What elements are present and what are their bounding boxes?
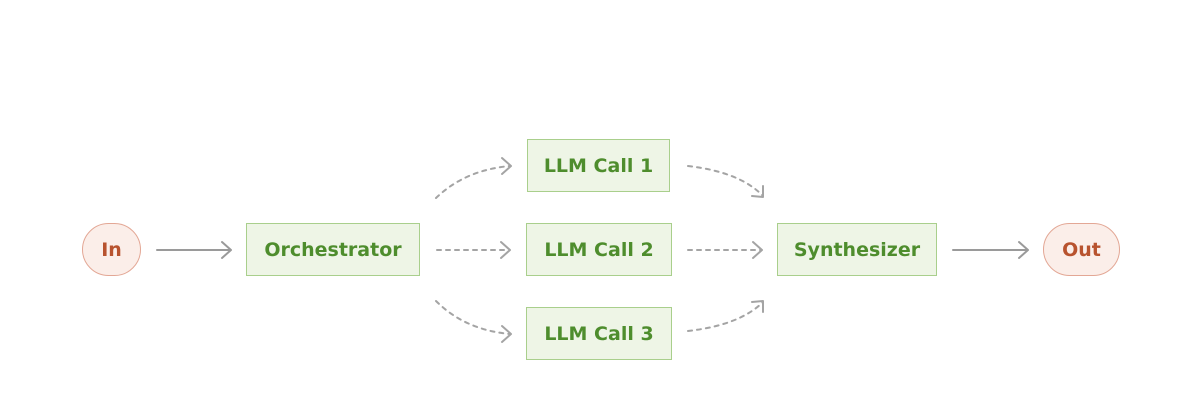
arrowhead-icon	[1018, 241, 1029, 259]
edge-orchestrator-llm-call-1	[435, 157, 512, 199]
edge-synthesizer-out	[952, 241, 1029, 259]
node-llm-call-3-label: LLM Call 3	[544, 322, 654, 345]
node-llm-call-2: LLM Call 2	[526, 223, 672, 276]
node-in-label: In	[101, 238, 122, 261]
edge-orchestrator-llm-call-2	[436, 241, 511, 259]
node-llm-call-2-label: LLM Call 2	[544, 238, 654, 261]
arrowhead-icon	[751, 300, 764, 313]
arrowhead-icon	[221, 241, 232, 259]
node-orchestrator-label: Orchestrator	[264, 238, 402, 261]
node-llm-call-1: LLM Call 1	[527, 139, 670, 192]
node-out: Out	[1043, 223, 1120, 276]
edge-llm-call-2-synthesizer	[687, 241, 763, 259]
arrowhead-icon	[751, 185, 764, 198]
arrowhead-icon	[752, 241, 763, 259]
edge-llm-call-3-synthesizer	[687, 300, 764, 332]
arrowhead-icon	[500, 241, 511, 259]
node-in: In	[82, 223, 141, 276]
edge-orchestrator-llm-call-3	[435, 300, 512, 343]
arrowhead-icon	[501, 325, 512, 343]
edge-in-orchestrator	[156, 241, 232, 259]
node-llm-call-1-label: LLM Call 1	[543, 154, 654, 177]
node-orchestrator: Orchestrator	[246, 223, 420, 276]
node-synthesizer-label: Synthesizer	[793, 238, 921, 261]
node-llm-call-3: LLM Call 3	[526, 307, 672, 360]
arrowhead-icon	[501, 157, 512, 175]
node-synthesizer: Synthesizer	[777, 223, 937, 276]
node-out-label: Out	[1062, 238, 1101, 261]
edge-llm-call-1-synthesizer	[687, 165, 764, 198]
